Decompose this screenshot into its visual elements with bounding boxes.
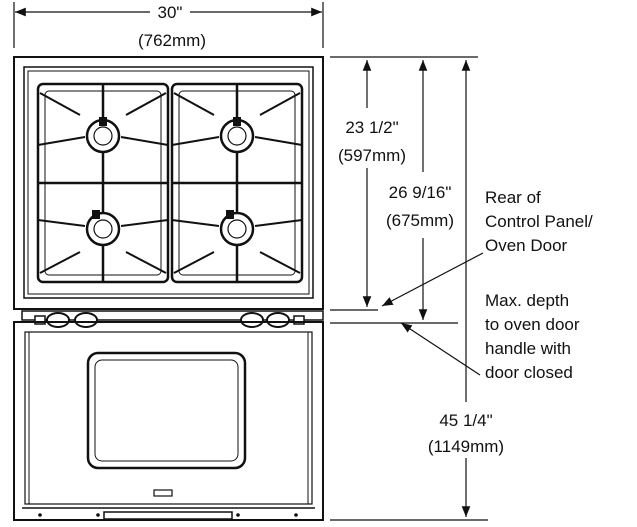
width-imperial: 30" <box>158 3 183 22</box>
depth-door-handle-imperial: 26 9/16" <box>389 183 452 202</box>
knob-4 <box>266 312 290 328</box>
note-door-handle-line-4: door closed <box>485 363 573 382</box>
height-dimension: 45 1/4" (1149mm) <box>428 60 504 517</box>
oven-door <box>13 321 324 521</box>
burner-front-left <box>85 210 121 247</box>
leader-control-panel <box>381 252 484 307</box>
note-control-panel: Rear of Control Panel/ Oven Door <box>381 188 593 307</box>
width-metric: (762mm) <box>138 31 206 50</box>
control-panel <box>21 310 324 328</box>
burner-front-right <box>219 210 255 247</box>
storage-drawer-handle <box>103 511 233 520</box>
note-control-panel-line-2: Control Panel/ <box>485 212 593 231</box>
depth-control-panel-dimension: 23 1/2" (597mm) <box>338 60 406 307</box>
knob-3 <box>240 312 264 328</box>
brand-badge <box>153 489 173 497</box>
height-imperial: 45 1/4" <box>439 411 492 430</box>
depth-door-handle-metric: (675mm) <box>386 211 454 230</box>
note-control-panel-line-3: Oven Door <box>485 236 568 255</box>
knob-2 <box>74 312 98 328</box>
note-door-handle-line-3: handle with <box>485 339 571 358</box>
oven-window <box>86 351 247 470</box>
burner-rear-left <box>85 117 121 154</box>
note-door-handle: Max. depth to oven door handle with door… <box>400 291 580 382</box>
burner-rear-right <box>219 117 255 154</box>
note-control-panel-line-1: Rear of <box>485 188 541 207</box>
knob-1 <box>46 312 70 328</box>
width-dimension: 30" (762mm) <box>13 2 324 50</box>
note-door-handle-line-2: to oven door <box>485 315 580 334</box>
depth-control-panel-imperial: 23 1/2" <box>345 118 398 137</box>
height-metric: (1149mm) <box>428 437 504 456</box>
leader-door-handle <box>400 322 481 376</box>
depth-control-panel-metric: (597mm) <box>338 146 406 165</box>
reference-lines <box>330 56 488 521</box>
cooktop <box>13 56 324 310</box>
right-grate <box>170 82 304 284</box>
depth-door-handle-dimension: 26 9/16" (675mm) <box>386 60 454 320</box>
note-door-handle-line-1: Max. depth <box>485 291 569 310</box>
left-grate <box>36 82 170 284</box>
